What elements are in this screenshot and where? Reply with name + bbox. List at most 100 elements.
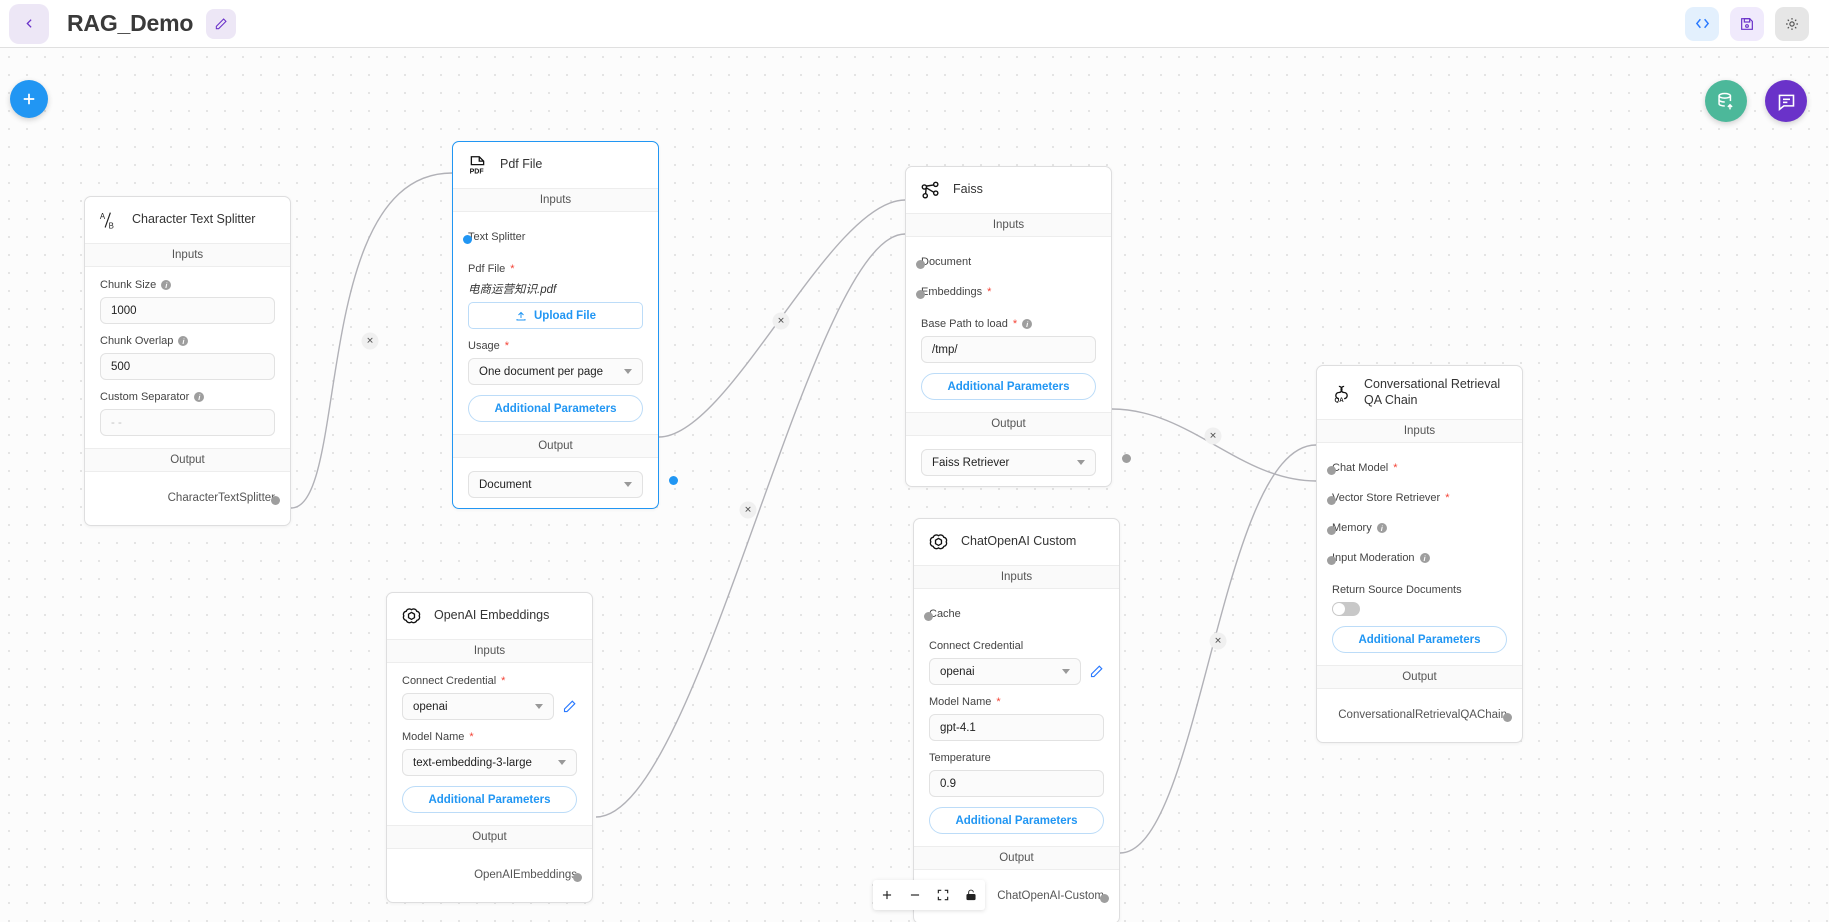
anchor-document: Document	[916, 247, 1096, 277]
output-value: Faiss Retriever	[932, 456, 1010, 469]
edge-delete-embeddings-faiss[interactable]: ✕	[739, 501, 757, 519]
memory-socket[interactable]	[1327, 526, 1336, 536]
output-socket[interactable]	[573, 873, 582, 882]
edge-delete-faiss-qa[interactable]: ✕	[1204, 427, 1222, 445]
model-name-input[interactable]: gpt-4.1	[929, 714, 1104, 741]
view-code-button[interactable]	[1685, 6, 1719, 41]
upsert-vector-database-button[interactable]	[1705, 80, 1747, 122]
flow-canvas[interactable]: ✕ ✕ ✕ ✕ ✕ A B Character Text Splitter In…	[0, 48, 1829, 922]
input-moderation-socket[interactable]	[1327, 556, 1336, 566]
node-faiss[interactable]: Faiss Inputs Document Embeddings * Base …	[905, 166, 1131, 487]
save-chatflow-button[interactable]	[1730, 6, 1764, 41]
node-header: A B Character Text Splitter	[85, 197, 290, 243]
label-text: Chunk Overlap	[100, 335, 174, 347]
edge-faiss-to-retriever	[1111, 408, 1317, 482]
chat-model-socket[interactable]	[1327, 466, 1336, 476]
output-select[interactable]: Faiss Retriever	[921, 449, 1096, 476]
app-header: RAG_Demo	[0, 0, 1829, 48]
chunk-size-input[interactable]: 1000	[100, 297, 275, 324]
anchor-text-splitter: Text Splitter	[463, 222, 643, 252]
lock-button[interactable]	[957, 880, 985, 910]
embeddings-socket[interactable]	[916, 290, 925, 299]
zoom-in-button[interactable]	[873, 880, 901, 910]
text-splitter-socket[interactable]	[463, 235, 472, 244]
additional-parameters-button[interactable]: Additional Parameters	[929, 807, 1104, 834]
output-socket[interactable]	[1100, 894, 1109, 903]
additional-parameters-button[interactable]: Additional Parameters	[921, 373, 1096, 400]
chevron-down-icon	[1062, 669, 1070, 674]
credential-select[interactable]: openai	[402, 693, 554, 720]
settings-button[interactable]	[1775, 6, 1809, 41]
info-icon[interactable]: i	[178, 336, 189, 346]
custom-separator-input[interactable]: - -	[100, 409, 275, 436]
info-icon[interactable]: i	[1022, 319, 1033, 329]
inputs-section-label: Inputs	[387, 639, 592, 663]
anchor-memory: Memory i	[1327, 513, 1507, 543]
info-icon[interactable]: i	[1376, 523, 1387, 534]
additional-parameters-button[interactable]: Additional Parameters	[402, 786, 577, 813]
credential-value: openai	[413, 700, 448, 713]
credential-row: openai	[929, 658, 1104, 685]
return-source-documents-label: Return Source Documents	[1332, 584, 1462, 597]
node-title: OpenAI Embeddings	[434, 608, 550, 623]
node-inputs: Document Embeddings * Base Path to load …	[906, 237, 1111, 412]
base-path-input[interactable]: /tmp/	[921, 336, 1096, 363]
document-output-socket[interactable]	[669, 476, 678, 485]
back-button[interactable]	[9, 3, 49, 44]
edit-credential-icon[interactable]	[1089, 664, 1104, 679]
document-socket[interactable]	[916, 260, 925, 269]
upload-icon	[516, 311, 526, 320]
chunk-overlap-input[interactable]: 500	[100, 353, 275, 380]
node-inputs: Text Splitter Pdf File * 电商运营知识.pdf Uplo…	[453, 212, 658, 434]
code-icon	[1695, 18, 1709, 29]
anchor-vector-store-retriever: Vector Store Retriever *	[1327, 483, 1507, 513]
node-pdf-file[interactable]: PDF Pdf File Inputs Text Splitter Pdf Fi…	[452, 141, 678, 509]
chevron-left-icon	[25, 19, 32, 28]
output-select[interactable]: Document	[468, 471, 643, 498]
vector-store-retriever-socket[interactable]	[1327, 496, 1336, 506]
node-conversational-retrieval-qa-chain[interactable]: QA Conversational Retrieval QA Chain Inp…	[1316, 365, 1523, 744]
node-title: Conversational Retrieval QA Chain	[1364, 377, 1501, 407]
edit-name-button[interactable]	[206, 8, 237, 39]
node-inputs: Cache Connect Credential openai Model Na…	[914, 589, 1119, 846]
upload-file-button[interactable]: Upload File	[468, 302, 643, 329]
chevron-down-icon	[535, 704, 543, 709]
usage-select[interactable]: One document per page	[468, 358, 643, 385]
output-label: ChatOpenAI-Custom	[997, 890, 1104, 902]
faiss-retriever-output-socket[interactable]	[1122, 454, 1131, 463]
add-node-button[interactable]	[10, 80, 48, 118]
additional-parameters-button[interactable]: Additional Parameters	[468, 395, 643, 422]
credential-select[interactable]: openai	[929, 658, 1081, 685]
info-icon[interactable]: i	[161, 280, 172, 290]
model-name-select[interactable]: text-embedding-3-large	[402, 749, 577, 776]
additional-parameters-button[interactable]: Additional Parameters	[1332, 626, 1507, 654]
return-source-documents-toggle[interactable]	[1332, 602, 1360, 617]
temperature-input[interactable]: 0.9	[929, 770, 1104, 797]
edge-delete-pdf-faiss[interactable]: ✕	[772, 312, 790, 330]
info-icon[interactable]: i	[194, 392, 205, 402]
output-socket[interactable]	[1503, 713, 1512, 723]
output-socket[interactable]	[271, 496, 280, 505]
edge-delete-chat-qa[interactable]: ✕	[1209, 632, 1227, 650]
node-character-text-splitter[interactable]: A B Character Text Splitter Inputs Chunk…	[84, 196, 291, 526]
fit-view-button[interactable]	[929, 880, 957, 910]
gear-icon	[1786, 17, 1798, 30]
info-icon[interactable]: i	[1419, 553, 1430, 564]
edge-delete-splitter-pdf[interactable]: ✕	[361, 332, 379, 350]
anchor-label: Chat Model	[1332, 462, 1389, 475]
node-chatopenai-custom[interactable]: ChatOpenAI Custom Inputs Cache Connect C…	[913, 518, 1120, 922]
output-section-label: Output	[914, 846, 1119, 870]
plus-icon	[23, 93, 35, 105]
cache-socket[interactable]	[924, 612, 933, 621]
required-asterisk: *	[1393, 462, 1398, 475]
output-section-label: Output	[453, 434, 658, 458]
node-openai-embeddings[interactable]: OpenAI Embeddings Inputs Connect Credent…	[386, 592, 593, 903]
zoom-out-button[interactable]	[901, 880, 929, 910]
label-text: Custom Separator	[100, 391, 190, 403]
plus-icon	[882, 890, 892, 900]
minus-icon	[910, 894, 920, 896]
node-inputs: Chunk Size i 1000 Chunk Overlap i 500 Cu…	[85, 267, 290, 448]
edit-credential-icon[interactable]	[562, 699, 577, 714]
chat-button[interactable]	[1765, 80, 1807, 122]
